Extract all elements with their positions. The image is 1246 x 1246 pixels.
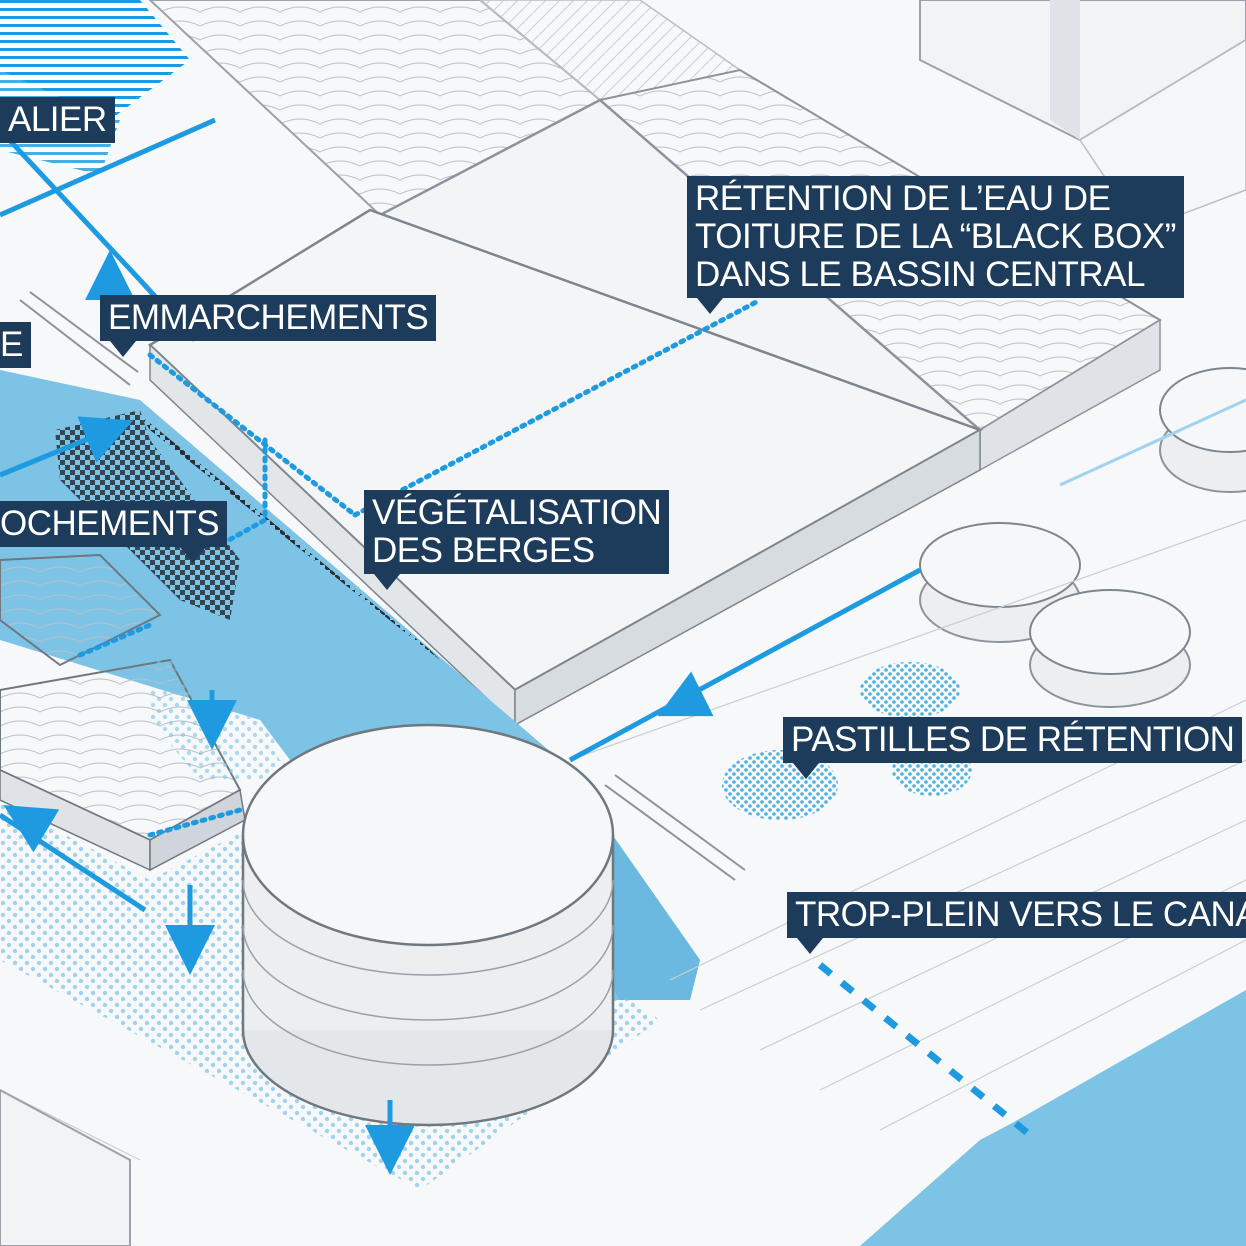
label-rive-text: E — [0, 325, 23, 364]
dotted-flow-lines — [77, 297, 763, 838]
label-rapprochements-text: OCHEMENTS — [0, 504, 220, 543]
label-trop-plein: TROP-PLEIN VERS LE CANA — [787, 892, 1246, 954]
cylinder-tower — [241, 723, 615, 1127]
label-retention-line-3: DANS LE BASSIN CENTRAL — [695, 255, 1145, 294]
label-pointer — [697, 298, 723, 314]
label-retention-toiture: RÉTENTION DE L’EAU DE TOITURE DE LA “BLA… — [687, 176, 1184, 314]
label-escalier: ALIER — [0, 97, 115, 143]
label-retention-line-1: RÉTENTION DE L’EAU DE — [695, 179, 1111, 218]
label-pointer — [374, 574, 400, 590]
label-emmarchements: EMMARCHEMENTS — [100, 295, 437, 357]
label-vegetalisation-line-2: DES BERGES — [372, 531, 595, 570]
label-vegetalisation-line-1: VÉGÉTALISATION — [372, 493, 662, 532]
label-pastilles: PASTILLES DE RÉTENTION — [783, 717, 1243, 779]
label-pastilles-text: PASTILLES DE RÉTENTION — [791, 720, 1235, 759]
label-pointer — [797, 938, 823, 954]
label-pointer — [180, 547, 206, 563]
overflow-dashed-line — [817, 962, 1033, 1138]
label-emmarchements-text: EMMARCHEMENTS — [108, 298, 429, 337]
label-trop-plein-text: TROP-PLEIN VERS LE CANA — [795, 895, 1246, 934]
building-bottom-left — [0, 1088, 131, 1246]
label-rive: E — [0, 322, 31, 368]
label-retention-line-2: TOITURE DE LA “BLACK BOX” — [695, 217, 1176, 256]
label-escalier-text: ALIER — [8, 100, 107, 139]
label-vegetalisation: VÉGÉTALISATION DES BERGES — [364, 490, 670, 590]
label-pointer — [110, 341, 136, 357]
label-rapprochements: OCHEMENTS — [0, 501, 228, 563]
label-pointer — [793, 763, 819, 779]
step-lines — [19, 291, 746, 881]
